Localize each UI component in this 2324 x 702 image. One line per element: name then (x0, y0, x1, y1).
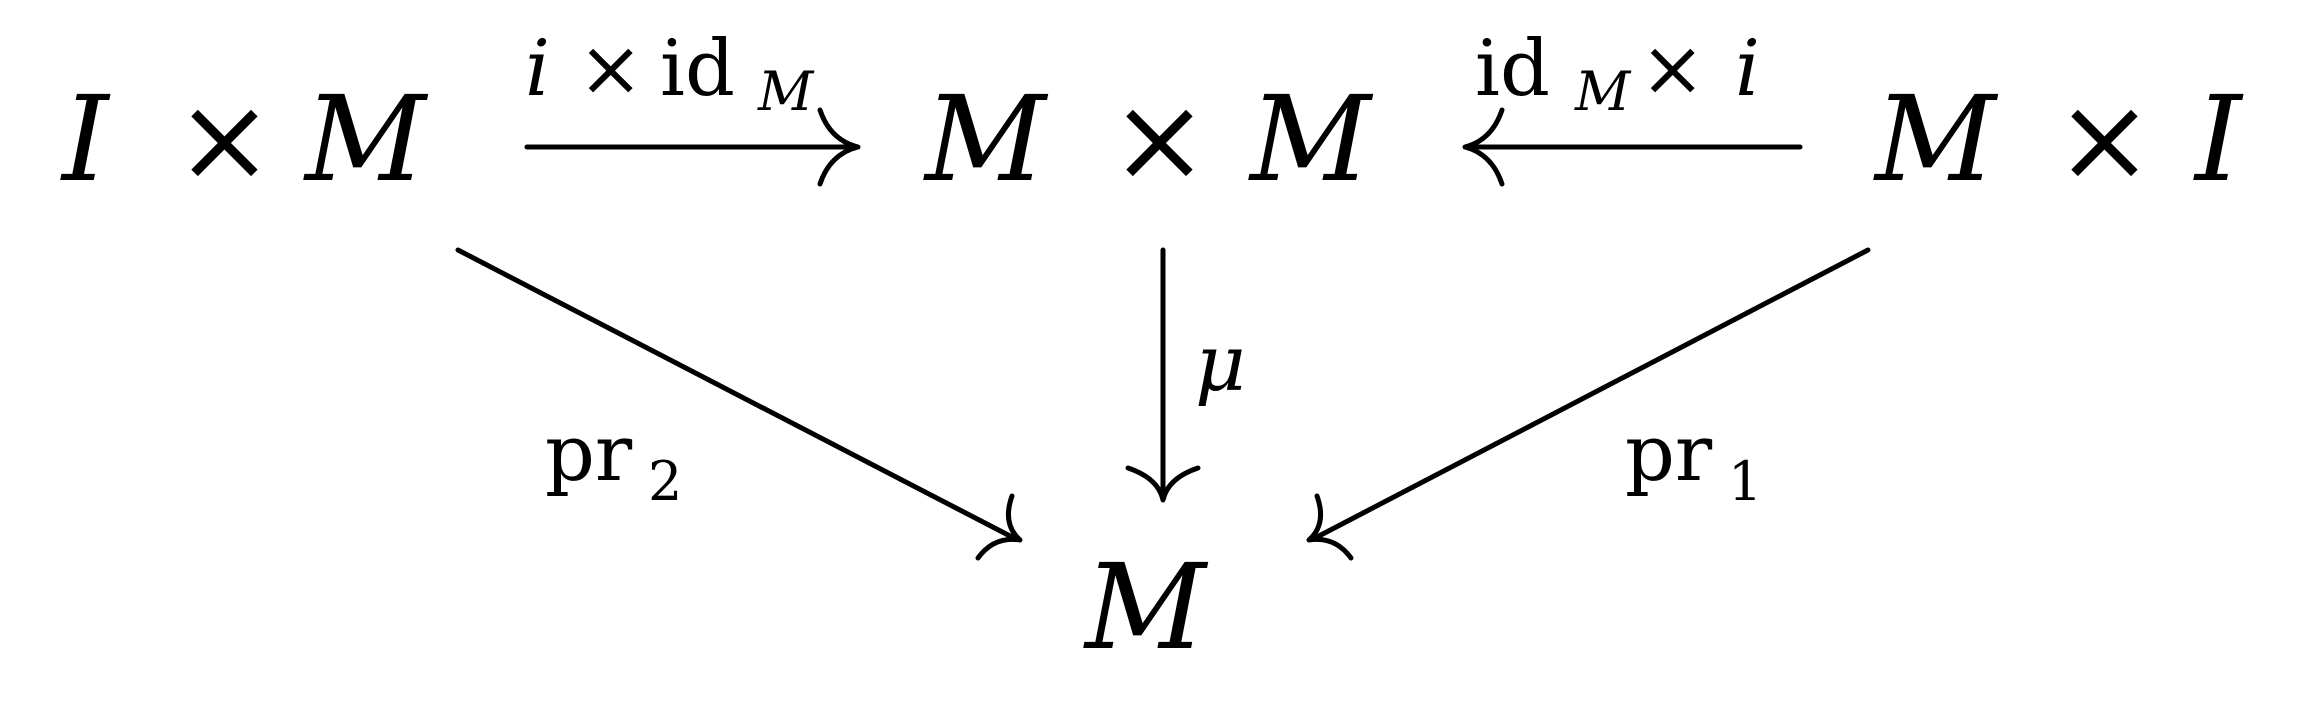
node-i-times-m: I × M (60, 70, 429, 208)
label-mu: μ (1195, 319, 1246, 409)
arrow-pr2: pr 2 (455, 247, 1023, 561)
arrow-pr1-label: pr 1 (1625, 409, 1762, 513)
label-id-sub-2: M (1574, 60, 1632, 123)
label-pr-2: pr (545, 409, 633, 499)
node-left-times: × (175, 70, 274, 208)
node-m-bottom: M (1083, 538, 1209, 676)
node-right-times: × (2055, 70, 2154, 208)
arrow-pr2-shaft (455, 247, 1015, 540)
arrow-id-times-i: id M × i (1462, 24, 1803, 187)
arrow-i-times-id: i × id M (524, 24, 861, 187)
node-left-factor-b: M (303, 70, 429, 208)
label-times-1: × (578, 24, 643, 114)
arrow-id-times-i-label: id M × i (1475, 24, 1760, 123)
arrow-pr1: pr 1 (1306, 247, 1871, 561)
arrow-pr2-label: pr 2 (545, 409, 682, 513)
arrow-pr1-head (1306, 493, 1354, 561)
arrow-id-times-i-head (1462, 107, 1505, 187)
label-pr-sub-2: 2 (648, 450, 682, 513)
node-center-times: × (1110, 70, 1209, 208)
node-left-factor-a: I (60, 70, 111, 208)
arrow-pr2-head (975, 493, 1023, 561)
node-center-factor-b: M (1248, 70, 1374, 208)
node-center-factor-a: M (923, 70, 1049, 208)
label-id-sub-1: M (757, 60, 815, 123)
label-i-pre: i (525, 24, 550, 114)
label-times-2: × (1640, 24, 1705, 114)
arrow-mu-head (1125, 465, 1201, 503)
arrow-mu: μ (1125, 247, 1246, 503)
node-m-times-m: M × M (923, 70, 1374, 208)
arrow-i-times-id-label: i × id M (525, 24, 815, 123)
node-bottom-factor: M (1083, 538, 1209, 676)
arrow-pr1-shaft (1314, 247, 1871, 540)
label-i-post: i (1735, 24, 1760, 114)
node-right-factor-a: M (1873, 70, 1999, 208)
label-pr-1: pr (1625, 409, 1713, 499)
label-pr-sub-1: 1 (1728, 450, 1762, 513)
arrow-i-times-id-head (817, 107, 861, 187)
label-id-1: id (660, 24, 735, 114)
node-right-factor-b: I (2193, 70, 2244, 208)
node-m-times-i: M × I (1873, 70, 2244, 208)
label-id-2: id (1475, 24, 1550, 114)
